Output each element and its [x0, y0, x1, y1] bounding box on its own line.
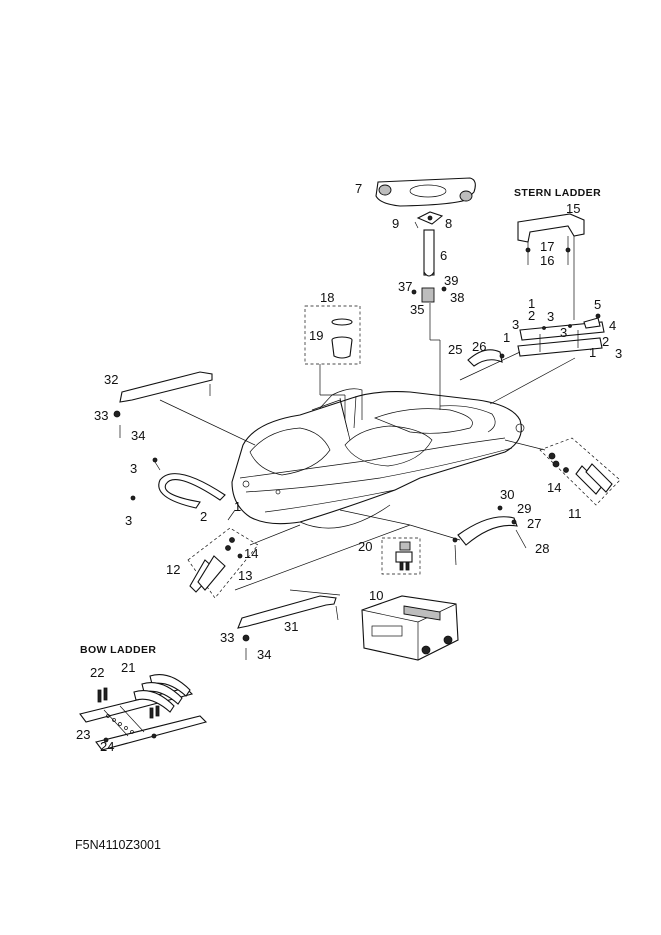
- handle-parts-25-26: [467, 349, 505, 367]
- callout-label: 1: [528, 296, 535, 311]
- cup-holder-parts-18-19: [304, 305, 361, 420]
- callout-label: 19: [309, 328, 323, 343]
- callout-label: 27: [527, 516, 541, 531]
- pedestal-parts-6-to-39: [411, 211, 447, 410]
- callout-label: 20: [358, 539, 372, 554]
- callout-label: 8: [445, 216, 452, 231]
- callout-label: 12: [166, 562, 180, 577]
- callout-labels: 7 8 9 6 37 39 38 35 18 19 15 17 16 5 4 2…: [76, 181, 622, 754]
- callout-label: 28: [535, 541, 549, 556]
- callout-label: 3: [547, 309, 554, 324]
- callout-label: 15: [566, 201, 580, 216]
- callout-label: 33: [94, 408, 108, 423]
- callout-label: 18: [320, 290, 334, 305]
- callout-label: 11: [568, 506, 582, 521]
- callout-label: 23: [76, 727, 90, 742]
- bow-ladder-parts-21-24: [79, 674, 208, 751]
- callout-label: 31: [284, 619, 298, 634]
- callout-label: 2: [528, 308, 535, 323]
- callout-label: 14: [547, 480, 561, 495]
- figure-code: F5N4110Z3001: [75, 838, 161, 852]
- hull-deck: [231, 388, 525, 529]
- callout-label: 1: [234, 499, 241, 514]
- callout-label: 24: [100, 739, 114, 754]
- callout-label: 1: [503, 330, 510, 345]
- bow-ladder-heading: BOW LADDER: [80, 644, 156, 656]
- callout-label: 5: [594, 297, 601, 312]
- stern-bracket-parts-1-5: [459, 313, 605, 405]
- callout-label: 3: [615, 346, 622, 361]
- callout-label: 39: [444, 273, 458, 288]
- callout-label: 16: [540, 253, 554, 268]
- rail-part-32: [113, 371, 256, 446]
- callout-label: 3: [130, 461, 137, 476]
- callout-label: 25: [448, 342, 462, 357]
- callout-label: 17: [540, 239, 554, 254]
- callout-label: 10: [369, 588, 383, 603]
- callout-label: 30: [500, 487, 514, 502]
- callout-label: 13: [238, 568, 252, 583]
- fitting-part-20: [381, 537, 421, 575]
- callout-label: 35: [410, 302, 424, 317]
- rail-part-31: [237, 595, 339, 660]
- callout-label: 2: [602, 334, 609, 349]
- stern-ladder-parts-15-17: [517, 213, 585, 320]
- callout-label: 22: [90, 665, 104, 680]
- callout-label: 38: [450, 290, 464, 305]
- bow-rail-parts-2-3: [130, 457, 226, 509]
- callout-label: 32: [104, 372, 118, 387]
- cleat-parts-12-14: [187, 527, 259, 599]
- callout-label: 4: [609, 318, 616, 333]
- cooler-part-10: [361, 595, 459, 661]
- callout-label: 9: [392, 216, 399, 231]
- callout-label: 7: [355, 181, 362, 196]
- callout-label: 2: [200, 509, 207, 524]
- stern-ladder-heading: STERN LADDER: [514, 187, 601, 199]
- callout-label: 1: [589, 345, 596, 360]
- callout-label: 3: [560, 325, 567, 340]
- callout-label: 26: [472, 339, 486, 354]
- callout-label: 21: [121, 660, 135, 675]
- seat-top-part-7: [375, 177, 476, 207]
- cleat-parts-11-14: [539, 437, 621, 506]
- callout-label: 37: [398, 279, 412, 294]
- callout-label: 33: [220, 630, 234, 645]
- callout-label: 14: [244, 546, 258, 561]
- guide-lines: [227, 439, 546, 596]
- callout-label: 6: [440, 248, 447, 263]
- callout-label: 3: [125, 513, 132, 528]
- grab-handle-parts-27-30: [452, 505, 527, 566]
- callout-label: 29: [517, 501, 531, 516]
- callout-label: 3: [512, 317, 519, 332]
- callout-label: 34: [257, 647, 271, 662]
- callout-label: 34: [131, 428, 145, 443]
